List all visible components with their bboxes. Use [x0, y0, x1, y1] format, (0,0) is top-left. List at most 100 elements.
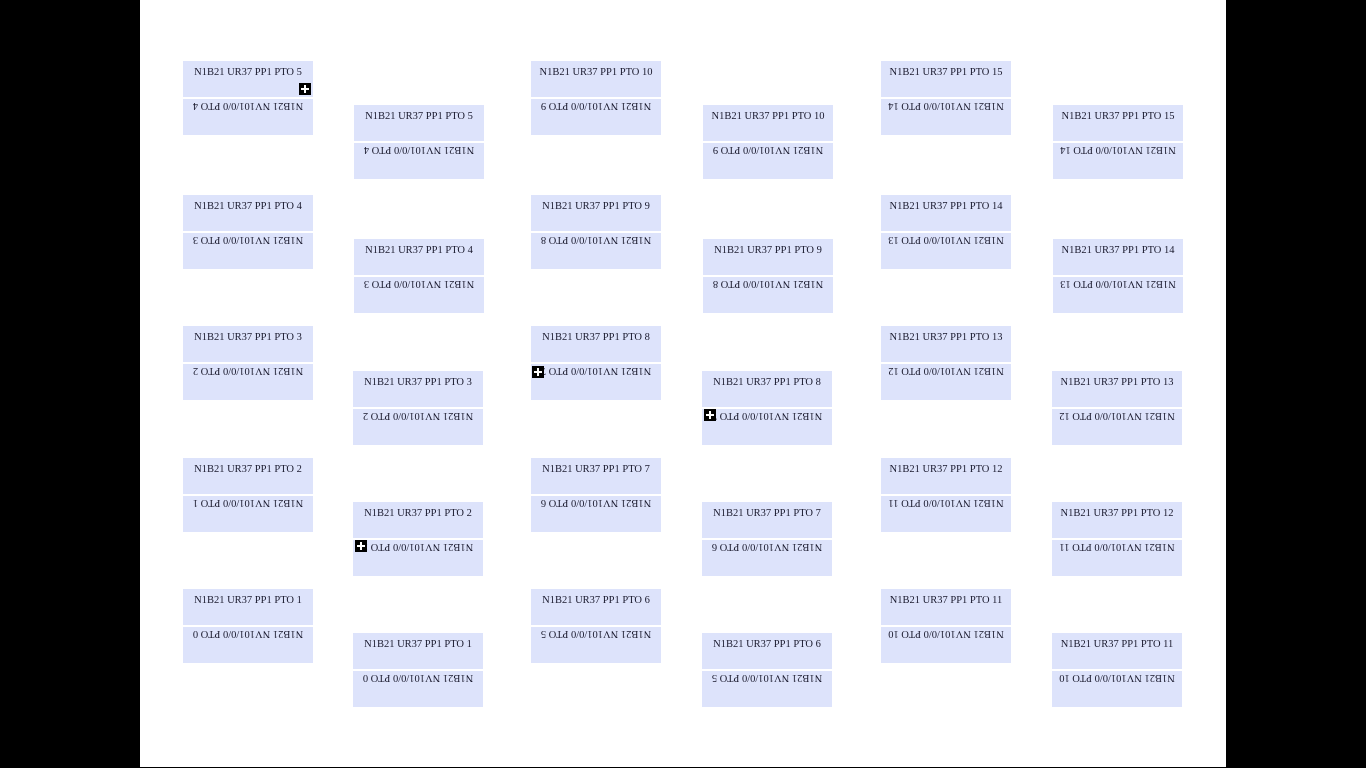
label-bottom-text: N1B21 NV101/0/0 PTO 5 [540, 628, 652, 639]
label-top-text: N1B21 UR37 PP1 PTO 10 [539, 67, 653, 78]
label-bottom-text: N1B21 NV101/0/0 PTO 3 [192, 234, 304, 245]
label-top-half: N1B21 UR37 PP1 PTO 7 [531, 458, 661, 494]
label-top-half: N1B21 UR37 PP1 PTO 1 [353, 633, 483, 669]
label-top-half: N1B21 UR37 PP1 PTO 5 [183, 61, 313, 97]
label-bottom-half: N1B21 NV101/0/0 PTO 1 [353, 540, 483, 576]
label-top-text: N1B21 UR37 PP1 PTO 2 [364, 508, 472, 519]
label-pto-4-a[interactable]: N1B21 UR37 PP1 PTO 4 N1B21 NV101/0/0 PTO… [183, 195, 313, 269]
label-top-text: N1B21 UR37 PP1 PTO 5 [365, 111, 473, 122]
label-top-half: N1B21 UR37 PP1 PTO 11 [1052, 633, 1182, 669]
label-pto-6-a[interactable]: N1B21 UR37 PP1 PTO 6 N1B21 NV101/0/0 PTO… [531, 589, 661, 663]
label-top-half: N1B21 UR37 PP1 PTO 3 [353, 371, 483, 407]
label-bottom-half: N1B21 NV101/0/0 PTO 3 [354, 277, 484, 313]
label-bottom-half: N1B21 NV101/0/0 PTO 1 [183, 496, 313, 532]
label-bottom-half: N1B21 NV101/0/0 PTO 9 [703, 143, 833, 179]
label-pto-12-b[interactable]: N1B21 UR37 PP1 PTO 12 N1B21 NV101/0/0 PT… [1052, 502, 1182, 576]
label-bottom-text: N1B21 NV101/0/0 PTO 4 [363, 144, 475, 155]
label-pto-14-b[interactable]: N1B21 UR37 PP1 PTO 14 N1B21 NV101/0/0 PT… [1053, 239, 1183, 313]
label-pto-1-a[interactable]: N1B21 UR37 PP1 PTO 1 N1B21 NV101/0/0 PTO… [183, 589, 313, 663]
plus-square-icon[interactable] [532, 366, 544, 378]
label-top-half: N1B21 UR37 PP1 PTO 10 [703, 105, 833, 141]
label-bottom-half: N1B21 NV101/0/0 PTO 14 [881, 99, 1011, 135]
plus-square-icon[interactable] [355, 540, 367, 552]
label-pto-9-b[interactable]: N1B21 UR37 PP1 PTO 9 N1B21 NV101/0/0 PTO… [703, 239, 833, 313]
label-bottom-text: N1B21 NV101/0/0 PTO 14 [888, 100, 1004, 111]
label-pto-4-b[interactable]: N1B21 UR37 PP1 PTO 4 N1B21 NV101/0/0 PTO… [354, 239, 484, 313]
label-top-text: N1B21 UR37 PP1 PTO 8 [542, 332, 650, 343]
label-pto-7-b[interactable]: N1B21 UR37 PP1 PTO 7 N1B21 NV101/0/0 PTO… [702, 502, 832, 576]
label-pto-11-a[interactable]: N1B21 UR37 PP1 PTO 11 N1B21 NV101/0/0 PT… [881, 589, 1011, 663]
label-top-text: N1B21 UR37 PP1 PTO 9 [542, 201, 650, 212]
label-top-text: N1B21 UR37 PP1 PTO 6 [713, 639, 821, 650]
label-top-half: N1B21 UR37 PP1 PTO 15 [1053, 105, 1183, 141]
label-bottom-text: N1B21 NV101/0/0 PTO 8 [712, 278, 824, 289]
label-pto-10-a[interactable]: N1B21 UR37 PP1 PTO 10 N1B21 NV101/0/0 PT… [531, 61, 661, 135]
label-bottom-text: N1B21 NV101/0/0 PTO 12 [1059, 410, 1175, 421]
label-pto-7-a[interactable]: N1B21 UR37 PP1 PTO 7 N1B21 NV101/0/0 PTO… [531, 458, 661, 532]
label-pto-3-a[interactable]: N1B21 UR37 PP1 PTO 3 N1B21 NV101/0/0 PTO… [183, 326, 313, 400]
label-bottom-text: N1B21 NV101/0/0 PTO 7 [711, 410, 823, 421]
label-top-half: N1B21 UR37 PP1 PTO 4 [354, 239, 484, 275]
label-bottom-half: N1B21 NV101/0/0 PTO 5 [702, 671, 832, 707]
label-pto-1-b[interactable]: N1B21 UR37 PP1 PTO 1 N1B21 NV101/0/0 PTO… [353, 633, 483, 707]
label-pto-2-b[interactable]: N1B21 UR37 PP1 PTO 2 N1B21 NV101/0/0 PTO… [353, 502, 483, 576]
plus-square-icon[interactable] [704, 409, 716, 421]
label-top-text: N1B21 UR37 PP1 PTO 11 [1060, 639, 1174, 650]
label-top-text: N1B21 UR37 PP1 PTO 3 [364, 377, 472, 388]
label-top-text: N1B21 UR37 PP1 PTO 13 [1060, 377, 1174, 388]
label-top-text: N1B21 UR37 PP1 PTO 9 [714, 245, 822, 256]
label-top-half: N1B21 UR37 PP1 PTO 8 [702, 371, 832, 407]
label-top-half: N1B21 UR37 PP1 PTO 12 [1052, 502, 1182, 538]
label-pto-6-b[interactable]: N1B21 UR37 PP1 PTO 6 N1B21 NV101/0/0 PTO… [702, 633, 832, 707]
label-top-text: N1B21 UR37 PP1 PTO 6 [542, 595, 650, 606]
label-pto-2-a[interactable]: N1B21 UR37 PP1 PTO 2 N1B21 NV101/0/0 PTO… [183, 458, 313, 532]
label-top-half: N1B21 UR37 PP1 PTO 1 [183, 589, 313, 625]
label-top-text: N1B21 UR37 PP1 PTO 3 [194, 332, 302, 343]
label-pto-9-a[interactable]: N1B21 UR37 PP1 PTO 9 N1B21 NV101/0/0 PTO… [531, 195, 661, 269]
label-top-text: N1B21 UR37 PP1 PTO 2 [194, 464, 302, 475]
label-bottom-half: N1B21 NV101/0/0 PTO 10 [881, 627, 1011, 663]
label-bottom-text: N1B21 NV101/0/0 PTO 10 [1059, 672, 1175, 683]
label-pto-5-a[interactable]: N1B21 UR37 PP1 PTO 5 N1B21 NV101/0/0 PTO… [183, 61, 313, 135]
label-bottom-half: N1B21 NV101/0/0 PTO 12 [881, 364, 1011, 400]
label-pto-12-a[interactable]: N1B21 UR37 PP1 PTO 12 N1B21 NV101/0/0 PT… [881, 458, 1011, 532]
label-top-half: N1B21 UR37 PP1 PTO 6 [531, 589, 661, 625]
label-bottom-half: N1B21 NV101/0/0 PTO 13 [1053, 277, 1183, 313]
label-bottom-half: N1B21 NV101/0/0 PTO 10 [1052, 671, 1182, 707]
label-top-half: N1B21 UR37 PP1 PTO 5 [354, 105, 484, 141]
label-top-text: N1B21 UR37 PP1 PTO 10 [711, 111, 825, 122]
label-pto-14-a[interactable]: N1B21 UR37 PP1 PTO 14 N1B21 NV101/0/0 PT… [881, 195, 1011, 269]
label-pto-3-b[interactable]: N1B21 UR37 PP1 PTO 3 N1B21 NV101/0/0 PTO… [353, 371, 483, 445]
plus-square-icon[interactable] [299, 83, 311, 95]
label-bottom-half: N1B21 NV101/0/0 PTO 7 [702, 409, 832, 445]
label-pto-8-b[interactable]: N1B21 UR37 PP1 PTO 8 N1B21 NV101/0/0 PTO… [702, 371, 832, 445]
label-bottom-text: N1B21 NV101/0/0 PTO 9 [712, 144, 824, 155]
label-top-text: N1B21 UR37 PP1 PTO 12 [889, 464, 1003, 475]
label-bottom-half: N1B21 NV101/0/0 PTO 8 [703, 277, 833, 313]
label-pto-10-b[interactable]: N1B21 UR37 PP1 PTO 10 N1B21 NV101/0/0 PT… [703, 105, 833, 179]
label-top-half: N1B21 UR37 PP1 PTO 2 [183, 458, 313, 494]
label-top-half: N1B21 UR37 PP1 PTO 11 [881, 589, 1011, 625]
label-pto-5-b[interactable]: N1B21 UR37 PP1 PTO 5 N1B21 NV101/0/0 PTO… [354, 105, 484, 179]
label-bottom-text: N1B21 NV101/0/0 PTO 0 [362, 672, 474, 683]
label-pto-13-a[interactable]: N1B21 UR37 PP1 PTO 13 N1B21 NV101/0/0 PT… [881, 326, 1011, 400]
label-bottom-text: N1B21 NV101/0/0 PTO 6 [540, 497, 652, 508]
label-top-text: N1B21 UR37 PP1 PTO 4 [365, 245, 473, 256]
label-bottom-text: N1B21 NV101/0/0 PTO 11 [888, 497, 1004, 508]
label-bottom-text: N1B21 NV101/0/0 PTO 2 [192, 365, 304, 376]
label-top-half: N1B21 UR37 PP1 PTO 9 [703, 239, 833, 275]
label-pto-15-b[interactable]: N1B21 UR37 PP1 PTO 15 N1B21 NV101/0/0 PT… [1053, 105, 1183, 179]
label-pto-11-b[interactable]: N1B21 UR37 PP1 PTO 11 N1B21 NV101/0/0 PT… [1052, 633, 1182, 707]
label-top-text: N1B21 UR37 PP1 PTO 7 [713, 508, 821, 519]
label-pto-13-b[interactable]: N1B21 UR37 PP1 PTO 13 N1B21 NV101/0/0 PT… [1052, 371, 1182, 445]
label-bottom-half: N1B21 NV101/0/0 PTO 12 [1052, 409, 1182, 445]
label-bottom-text: N1B21 NV101/0/0 PTO 11 [1059, 541, 1175, 552]
label-bottom-text: N1B21 NV101/0/0 PTO 8 [540, 234, 652, 245]
label-bottom-half: N1B21 NV101/0/0 PTO 11 [881, 496, 1011, 532]
label-top-text: N1B21 UR37 PP1 PTO 4 [194, 201, 302, 212]
label-bottom-text: N1B21 NV101/0/0 PTO 9 [540, 100, 652, 111]
label-bottom-half: N1B21 NV101/0/0 PTO 3 [183, 233, 313, 269]
label-pto-15-a[interactable]: N1B21 UR37 PP1 PTO 15 N1B21 NV101/0/0 PT… [881, 61, 1011, 135]
label-top-half: N1B21 UR37 PP1 PTO 10 [531, 61, 661, 97]
label-pto-8-a[interactable]: N1B21 UR37 PP1 PTO 8 N1B21 NV101/0/0 PTO… [531, 326, 661, 400]
